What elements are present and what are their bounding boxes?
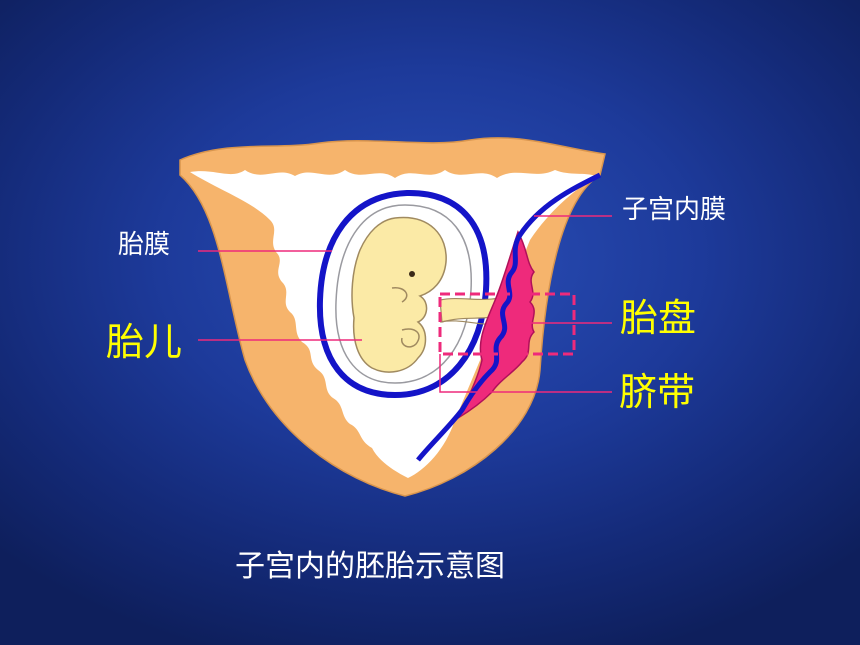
diagram-caption: 子宫内的胚胎示意图	[235, 549, 505, 584]
label-placenta: 胎盘	[620, 296, 697, 340]
placenta	[456, 230, 535, 420]
embryo-eye	[409, 271, 415, 277]
embryo-limb	[401, 328, 420, 348]
label-umbilical-cord: 脐带	[619, 370, 696, 414]
label-endometrium: 子宫内膜	[622, 195, 727, 225]
leader-line-cord	[439, 354, 612, 393]
embryo-limb	[391, 287, 408, 303]
embryo	[351, 216, 447, 373]
endometrium-line	[416, 172, 602, 462]
highlight-box	[438, 292, 576, 356]
label-fetal-membrane: 胎膜	[118, 230, 171, 260]
label-fetus: 胎儿	[106, 320, 183, 364]
